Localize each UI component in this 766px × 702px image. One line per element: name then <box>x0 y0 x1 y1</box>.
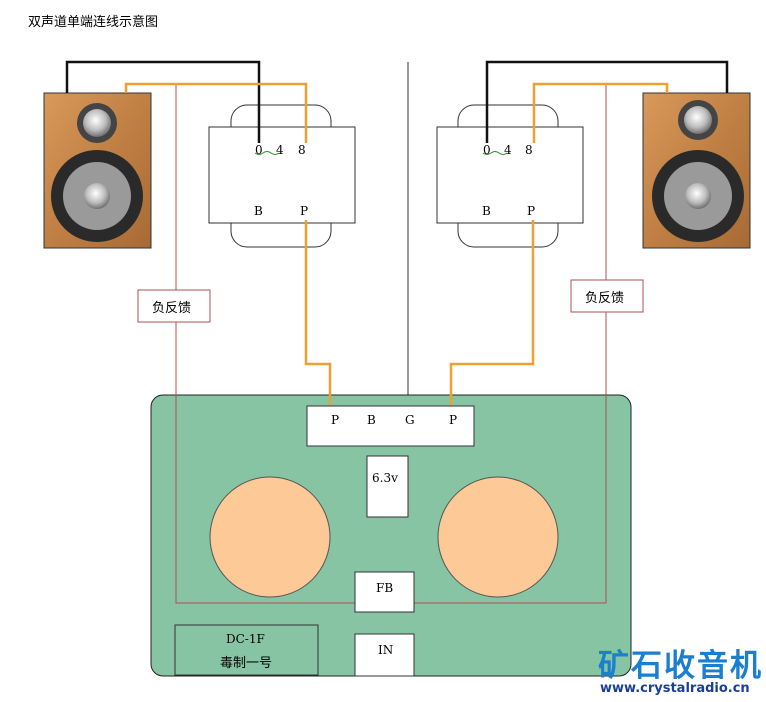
signal-wire-right <box>532 82 669 143</box>
in-label: IN <box>378 643 394 657</box>
tube-left <box>209 476 331 598</box>
connector-p2: P <box>449 413 458 427</box>
feedback-box-right <box>570 279 644 313</box>
output-transformer-right <box>436 104 584 248</box>
fb-box <box>354 571 415 613</box>
connector-block <box>306 405 475 447</box>
watermark-name: 矿石收音机 <box>598 648 763 684</box>
connector-b: B <box>367 413 376 427</box>
tap-0-left: 0 <box>255 143 263 157</box>
plate-wire-left <box>304 220 332 408</box>
model-line2: 毒制一号 <box>220 656 273 671</box>
connector-g: G <box>405 413 415 427</box>
diagram-title: 双声道单端连线示意图 <box>28 15 159 30</box>
heater-label: 6.3v <box>372 471 398 485</box>
signal-wire-left <box>124 82 308 143</box>
feedback-box-left <box>137 289 211 323</box>
connector-p1: P <box>331 413 340 427</box>
tap-4-left: 4 <box>276 143 284 157</box>
in-box <box>354 633 415 677</box>
tap-8-right: 8 <box>525 143 533 157</box>
heater-box <box>366 455 409 518</box>
ground-wire-right <box>485 60 729 143</box>
plate-wire-right <box>449 220 535 408</box>
feedback-wire-left <box>175 83 356 604</box>
feedback-label-right: 负反馈 <box>585 291 625 306</box>
tube-right <box>437 476 559 598</box>
fb-label: FB <box>376 581 394 595</box>
model-line1: DC-1F <box>226 632 265 646</box>
watermark-url: www.crystalradio.cn <box>600 681 750 696</box>
speaker-left-icon <box>43 92 152 249</box>
speaker-right-icon <box>642 92 751 249</box>
feedback-wire-right <box>414 83 607 604</box>
model-box <box>174 624 319 676</box>
pin-b-left: B <box>254 204 263 218</box>
pin-p-left: P <box>300 204 309 218</box>
pin-b-right: B <box>482 204 491 218</box>
pin-p-right: P <box>527 204 536 218</box>
output-transformer-left <box>208 104 356 248</box>
tap-8-left: 8 <box>298 143 306 157</box>
ground-wire-left <box>65 60 261 143</box>
feedback-label-left: 负反馈 <box>152 301 192 316</box>
tap-0-right: 0 <box>483 143 491 157</box>
tap-4-right: 4 <box>504 143 512 157</box>
